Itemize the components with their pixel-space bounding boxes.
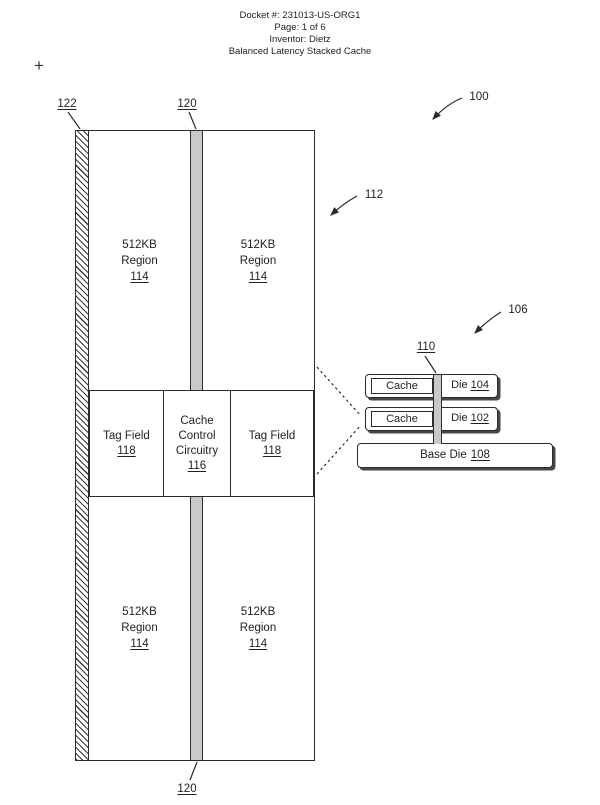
tsv-strip-110 <box>433 375 442 444</box>
die-ref: 102 <box>470 412 489 424</box>
inventor-name: Inventor: Dietz <box>269 34 331 45</box>
cache-die-layout: 512KB Region 114 512KB Region 114 512KB … <box>75 130 315 761</box>
region-ref: 114 <box>248 270 268 283</box>
cache-control-circuitry-box: Cache Control Circuitry 116 <box>163 390 231 497</box>
control-line2: Control <box>178 429 216 442</box>
control-line3: Circuitry <box>175 444 219 457</box>
base-die-ref: 108 <box>470 449 490 461</box>
region-size: 512KB <box>122 606 157 618</box>
tag-field-label: Tag Field <box>248 429 296 442</box>
hatched-edge-122 <box>76 131 89 760</box>
cache-box-die-102: Cache <box>371 410 433 427</box>
projection-dash-top <box>316 366 362 417</box>
leader-line-120-top <box>188 111 197 130</box>
region-ref: 114 <box>248 638 268 650</box>
region-size: 512KB <box>240 238 276 251</box>
region-size: 512KB <box>240 606 276 618</box>
ref-label-100: 100 <box>469 91 489 103</box>
leader-line-110 <box>424 355 437 374</box>
region-word: Region <box>121 622 158 634</box>
tag-field-label: Tag Field <box>103 429 150 442</box>
region-512kb-top-left: 512KB Region 114 <box>89 131 190 390</box>
region-512kb-top-right: 512KB Region 114 <box>203 131 313 390</box>
die-ref: 104 <box>470 379 489 391</box>
region-512kb-bottom-right: 512KB Region 114 <box>203 497 313 759</box>
control-ref: 116 <box>187 459 207 472</box>
page-number: Page: 1 of 6 <box>274 22 326 33</box>
figure-header: Docket #: 231013-US-ORG1 Page: 1 of 6 In… <box>0 10 600 58</box>
cache-box-die-104: Cache <box>371 377 433 394</box>
leader-line-122 <box>67 111 81 130</box>
ref-label-106: 106 <box>508 304 528 316</box>
leader-line-120-bottom <box>189 761 198 781</box>
region-size: 512KB <box>122 238 157 251</box>
ref-label-120-top: 120 <box>177 98 197 110</box>
region-word: Region <box>121 254 158 267</box>
control-line1: Cache <box>180 414 214 427</box>
base-die-label: Base Die <box>420 449 467 461</box>
region-word: Region <box>239 254 277 267</box>
region-ref: 114 <box>130 270 149 283</box>
region-512kb-bottom-left: 512KB Region 114 <box>89 497 190 759</box>
region-word: Region <box>239 622 277 634</box>
arrow-112 <box>330 195 358 216</box>
region-ref: 114 <box>130 638 149 650</box>
tag-field-ref: 118 <box>262 444 282 457</box>
arrow-100 <box>432 97 463 120</box>
die-word: Die <box>451 379 468 391</box>
tag-field-ref: 118 <box>117 444 136 457</box>
projection-dash-bottom <box>316 424 362 475</box>
tag-field-left: Tag Field 118 <box>89 390 164 497</box>
ref-label-110: 110 <box>416 341 436 353</box>
die-word: Die <box>451 412 468 424</box>
arrow-106 <box>474 311 502 334</box>
ref-label-122: 122 <box>57 98 77 110</box>
ref-label-120-bottom: 120 <box>177 783 197 795</box>
ref-label-112: 112 <box>364 189 384 201</box>
docket-number: Docket #: 231013-US-ORG1 <box>239 10 361 21</box>
registration-plus-mark: + <box>34 56 44 75</box>
figure-title: Balanced Latency Stacked Cache <box>228 46 372 57</box>
tag-field-right: Tag Field 118 <box>230 390 314 497</box>
